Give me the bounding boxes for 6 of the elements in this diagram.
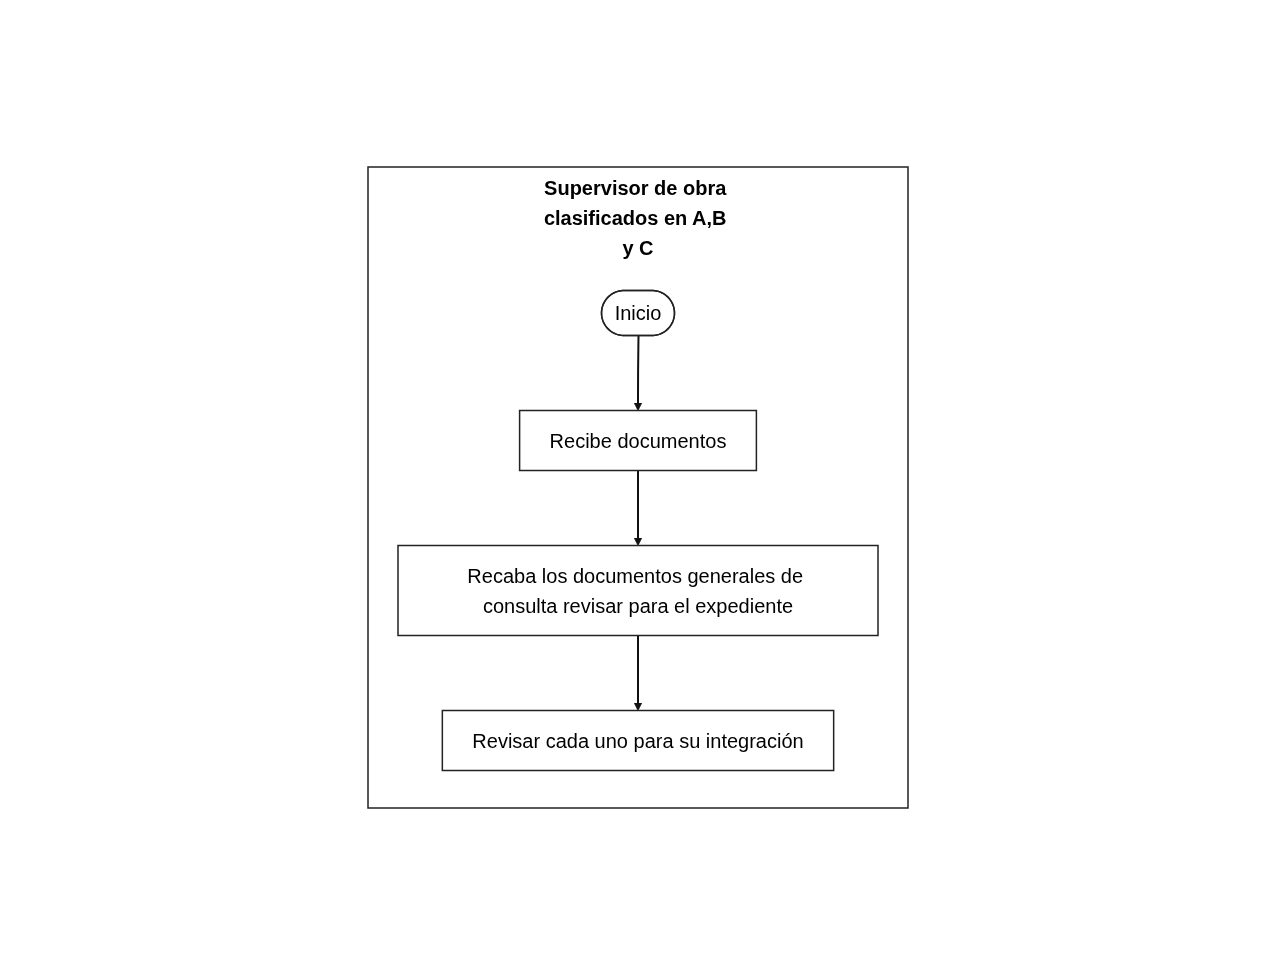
node-box: Revisar cada uno para su integración — [441, 709, 834, 772]
arrow — [633, 335, 642, 411]
arrow — [633, 469, 642, 546]
node-box: Recaba los documentos generales de consulta revisar para el expediente — [396, 544, 879, 637]
node-box: Recibe documentos — [518, 409, 757, 472]
arrow — [633, 634, 642, 711]
